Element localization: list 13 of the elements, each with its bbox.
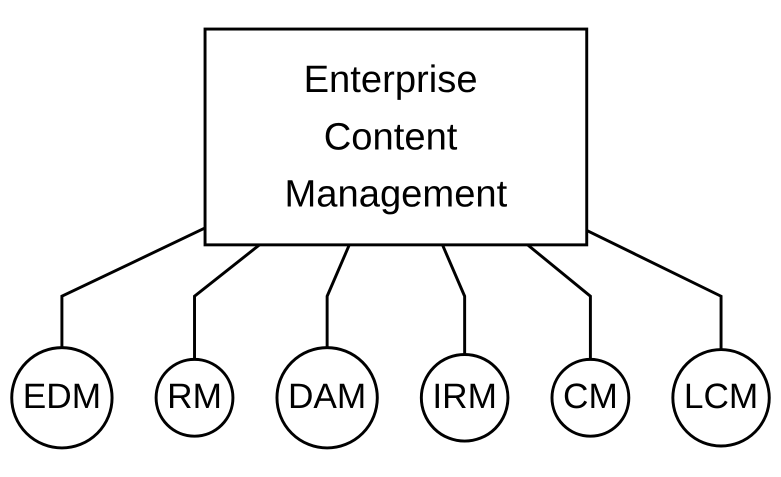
connector [586, 229, 723, 350]
connector [60, 226, 206, 348]
connector [441, 244, 466, 354]
node-circle: LCM [671, 348, 771, 448]
connector [326, 244, 351, 348]
node-circle: CM [550, 358, 630, 438]
node-circle: IRM [420, 353, 510, 443]
node-circle: RM [154, 358, 234, 438]
node-box: Enterprise Content Management [204, 28, 588, 246]
connector [526, 244, 592, 360]
connector [193, 244, 260, 360]
node-circle: DAM [276, 346, 379, 450]
node-circle: EDM [10, 346, 114, 450]
